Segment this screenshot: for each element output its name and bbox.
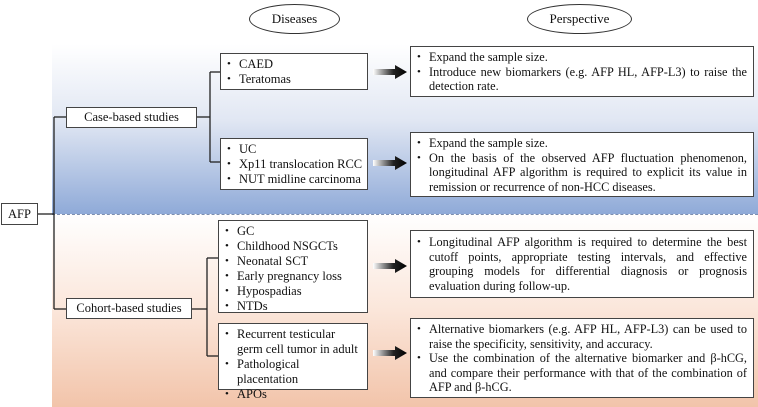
arrow-icon xyxy=(373,65,407,79)
disease-item: Xp11 translocation RCC xyxy=(227,157,367,172)
perspective-item: Alternative biomarkers (e.g. AFP HL, AFP… xyxy=(417,322,747,351)
disease-item: GC xyxy=(225,224,367,239)
disease-item: Hypospadias xyxy=(225,284,367,299)
disease-item: Neonatal SCT xyxy=(225,254,367,269)
disease-item: APOs xyxy=(225,387,363,402)
perspective-box-cohort-2: Alternative biomarkers (e.g. AFP HL, AFP… xyxy=(410,318,754,398)
disease-item: Pathological placentation xyxy=(225,357,363,387)
disease-box-cohort-2: Recurrent testicular germ cell tumor in … xyxy=(218,323,368,402)
band-divider xyxy=(52,214,758,215)
perspective-item: Longitudinal AFP algorithm is required t… xyxy=(417,235,747,293)
disease-item: Childhood NSGCTs xyxy=(225,239,367,254)
disease-item: Teratomas xyxy=(227,72,367,87)
perspective-item: Introduce new biomarkers (e.g. AFP HL, A… xyxy=(417,65,747,94)
disease-item: NTDs xyxy=(225,299,367,314)
arrow-icon xyxy=(373,346,407,360)
perspective-header: Perspective xyxy=(527,4,632,34)
perspective-box-case-1: Expand the sample size. Introduce new bi… xyxy=(410,46,754,97)
disease-item: Recurrent testicular germ cell tumor in … xyxy=(225,327,363,357)
group-case-based: Case-based studies xyxy=(66,107,197,128)
perspective-item: Use the combination of the alternative b… xyxy=(417,351,747,395)
arrow-icon xyxy=(373,156,407,170)
disease-item: CAED xyxy=(227,57,367,72)
perspective-box-case-2: Expand the sample size. On the basis of … xyxy=(410,132,754,197)
disease-item: NUT midline carcinoma xyxy=(227,172,367,187)
disease-box-cohort-1: GC Childhood NSGCTs Neonatal SCT Early p… xyxy=(218,220,368,314)
disease-box-case-1: CAED Teratomas xyxy=(220,53,368,90)
perspective-item: On the basis of the observed AFP fluctua… xyxy=(417,151,747,195)
perspective-item: Expand the sample size. xyxy=(417,50,747,65)
disease-item: UC xyxy=(227,142,367,157)
diseases-header: Diseases xyxy=(249,4,340,34)
disease-box-case-2: UC Xp11 translocation RCC NUT midline ca… xyxy=(220,138,368,190)
perspective-box-cohort-1: Longitudinal AFP algorithm is required t… xyxy=(410,230,754,298)
arrow-icon xyxy=(373,259,407,273)
root-node: AFP xyxy=(1,203,38,225)
disease-item: Early pregnancy loss xyxy=(225,269,367,284)
perspective-item: Expand the sample size. xyxy=(417,136,747,151)
group-cohort-based: Cohort-based studies xyxy=(66,298,192,319)
